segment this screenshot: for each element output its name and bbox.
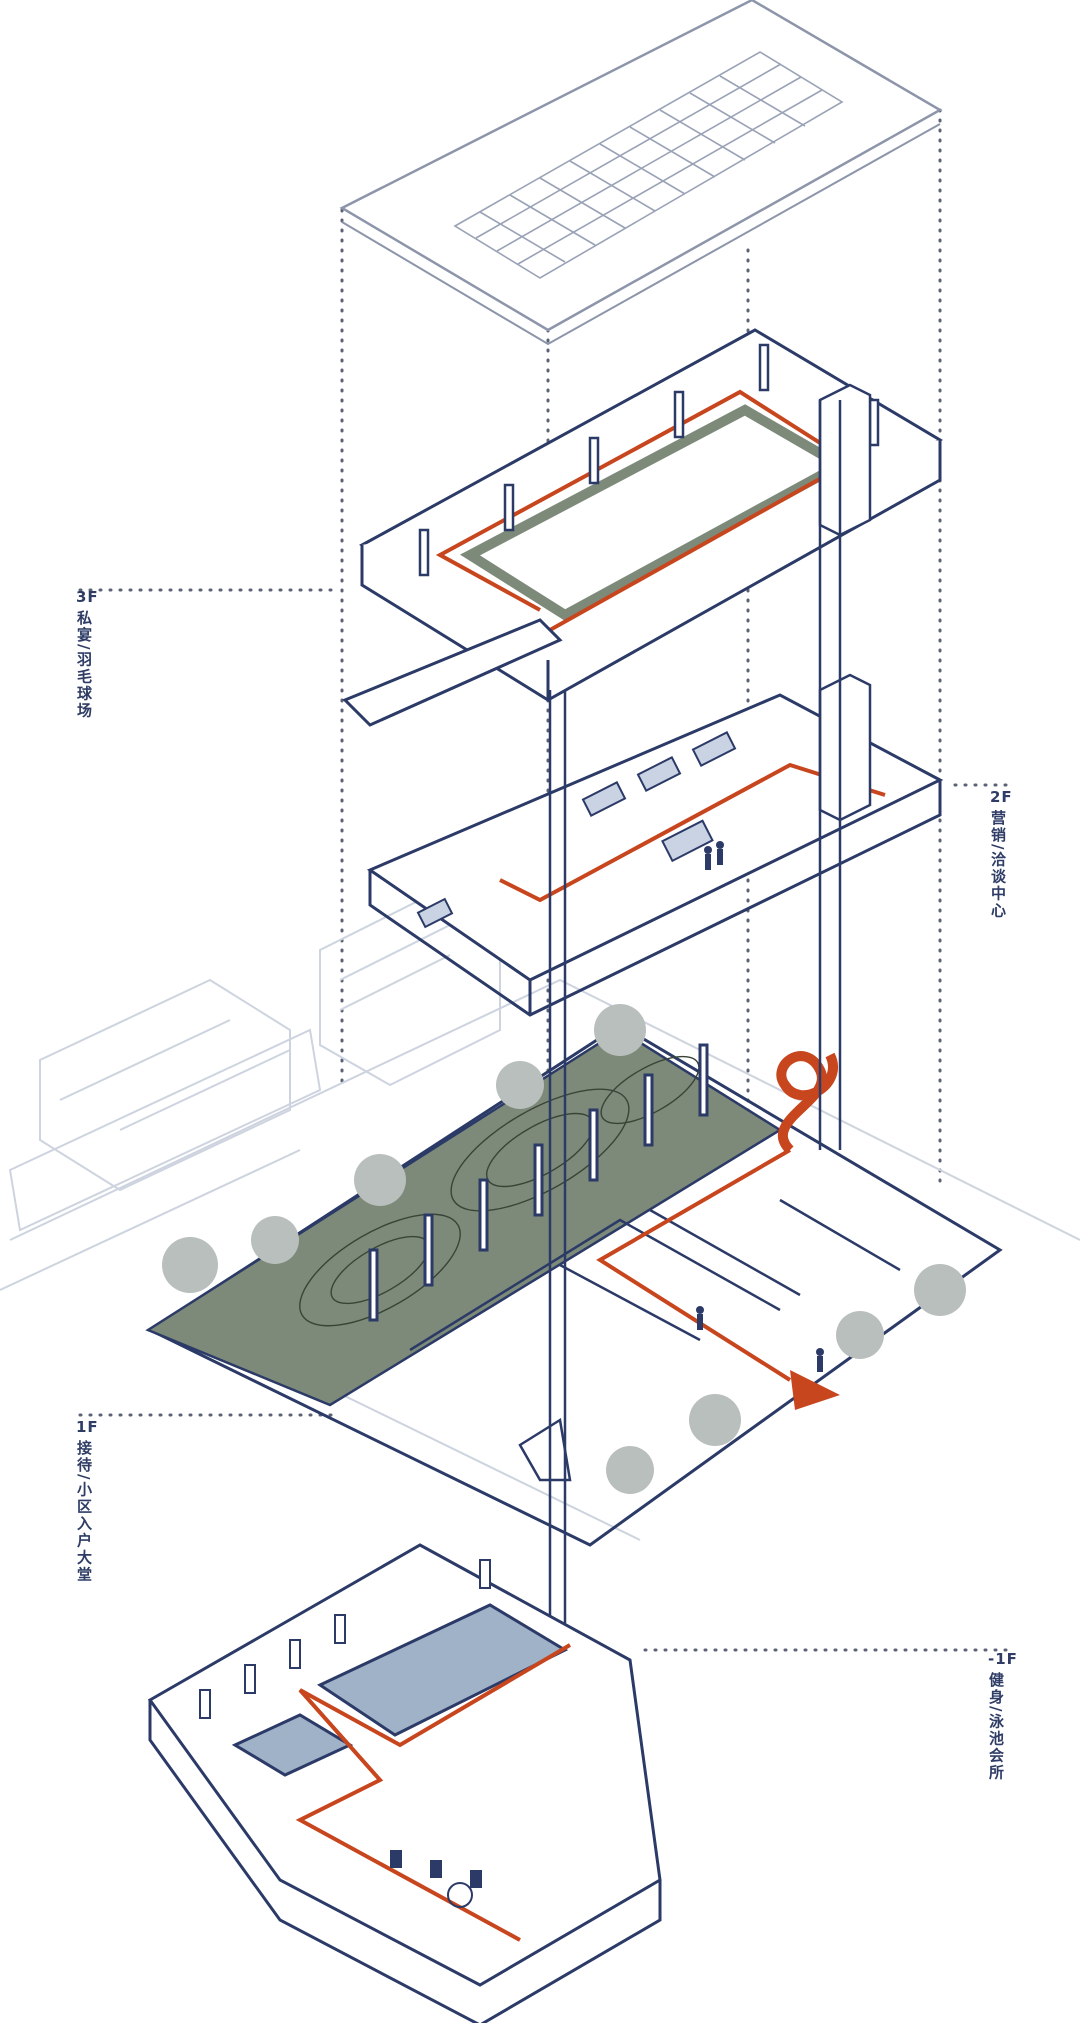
vertical-cores xyxy=(548,400,842,1725)
stair-core-2f xyxy=(818,673,872,822)
floor-1f xyxy=(145,1004,1003,1547)
route-arrow-icon xyxy=(790,1370,840,1410)
floor-code: 1F xyxy=(76,1418,99,1436)
circulation-route-b1 xyxy=(295,1643,572,1942)
floor-code: -1F xyxy=(988,1650,1018,1668)
floor-label-3f: 3F 私宴/羽毛球场 xyxy=(75,588,99,720)
glass-fins-1f xyxy=(368,1043,709,1322)
skylight-grid xyxy=(453,51,844,279)
people-1f xyxy=(696,1306,824,1372)
floor-name: 健身/泳池会所 xyxy=(987,1672,1005,1782)
tree-icon xyxy=(162,1237,218,1293)
stair-core-3f xyxy=(818,383,872,537)
entry-bridge-3f xyxy=(342,618,563,727)
floor-name: 接待/小区入户大堂 xyxy=(75,1440,93,1584)
circulation-route-1f xyxy=(596,1148,792,1382)
meeting-tables-2f xyxy=(416,731,737,929)
sculpture-icon xyxy=(776,1051,838,1154)
floor-code: 2F xyxy=(990,788,1013,806)
interior-walls-1f xyxy=(409,1198,901,1352)
floor-label-1f: 1F 接待/小区入户大堂 xyxy=(75,1418,99,1584)
floor-code: 3F xyxy=(76,588,99,606)
roof-level xyxy=(339,0,943,346)
floor-label-b1: -1F 健身/泳池会所 xyxy=(987,1650,1018,1782)
people-2f xyxy=(704,841,724,870)
floor-label-2f: 2F 营销/洽谈中心 xyxy=(989,788,1013,920)
floor-name: 私宴/羽毛球场 xyxy=(75,610,93,720)
gym-columns xyxy=(199,1559,491,1719)
floor-name: 营销/洽谈中心 xyxy=(989,810,1007,920)
floor-3f xyxy=(342,328,943,727)
floor-b1 xyxy=(147,1543,662,2023)
person-icon xyxy=(716,841,724,849)
floor-2f xyxy=(366,673,944,1017)
staircase-icon xyxy=(518,1417,572,1482)
sunken-garden xyxy=(145,1028,783,1407)
trees-1f xyxy=(162,1004,966,1494)
gym-equipment xyxy=(390,1850,482,1908)
